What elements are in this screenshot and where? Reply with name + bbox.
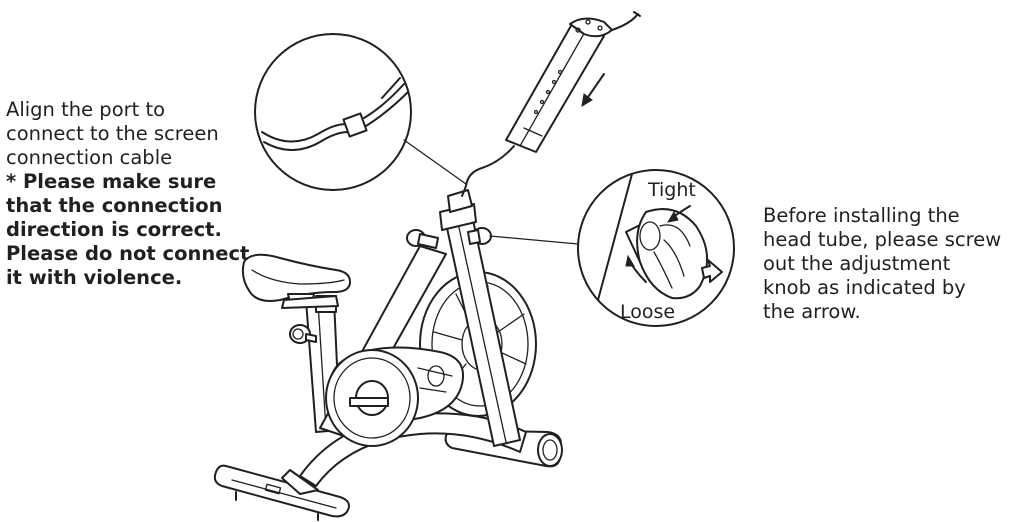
bike-seat — [241, 253, 351, 309]
warning-line-3: direction is correct. — [6, 218, 222, 241]
tight-label: Tight — [647, 179, 696, 201]
rear-stabilizer — [213, 464, 350, 521]
cable-note-line-1: Align the port to — [6, 98, 166, 121]
down-arrow-icon — [581, 73, 605, 107]
warning-line-2: that the connection — [6, 194, 223, 217]
warning-line-1: * Please make sure — [6, 170, 217, 193]
warning-line-5: it with violence. — [6, 266, 183, 289]
knob-note-line-5: the arrow. — [763, 300, 861, 323]
knob-callout: Tight Loose — [489, 169, 735, 327]
cable-connector-callout — [254, 33, 467, 191]
knob-note-line-3: out the adjustment — [763, 252, 951, 275]
cable-connection-note: Align the port to connect to the screen … — [6, 98, 261, 290]
chain-guard — [325, 346, 464, 447]
knob-note-line-1: Before installing the — [763, 204, 960, 227]
front-stabilizer — [444, 429, 563, 468]
knob-adjustment-note: Before installing the head tube, please … — [763, 204, 1031, 324]
knob-note-line-2: head tube, please screw — [763, 228, 1002, 251]
handlebar-tube — [461, 11, 641, 197]
cable-note-line-3: connection cable — [6, 146, 173, 169]
knob-note-line-4: knob as indicated by — [763, 276, 966, 299]
warning-line-4: Please do not connect — [6, 242, 250, 265]
cable-note-line-2: connect to the screen — [6, 122, 219, 145]
loose-label: Loose — [620, 301, 675, 323]
